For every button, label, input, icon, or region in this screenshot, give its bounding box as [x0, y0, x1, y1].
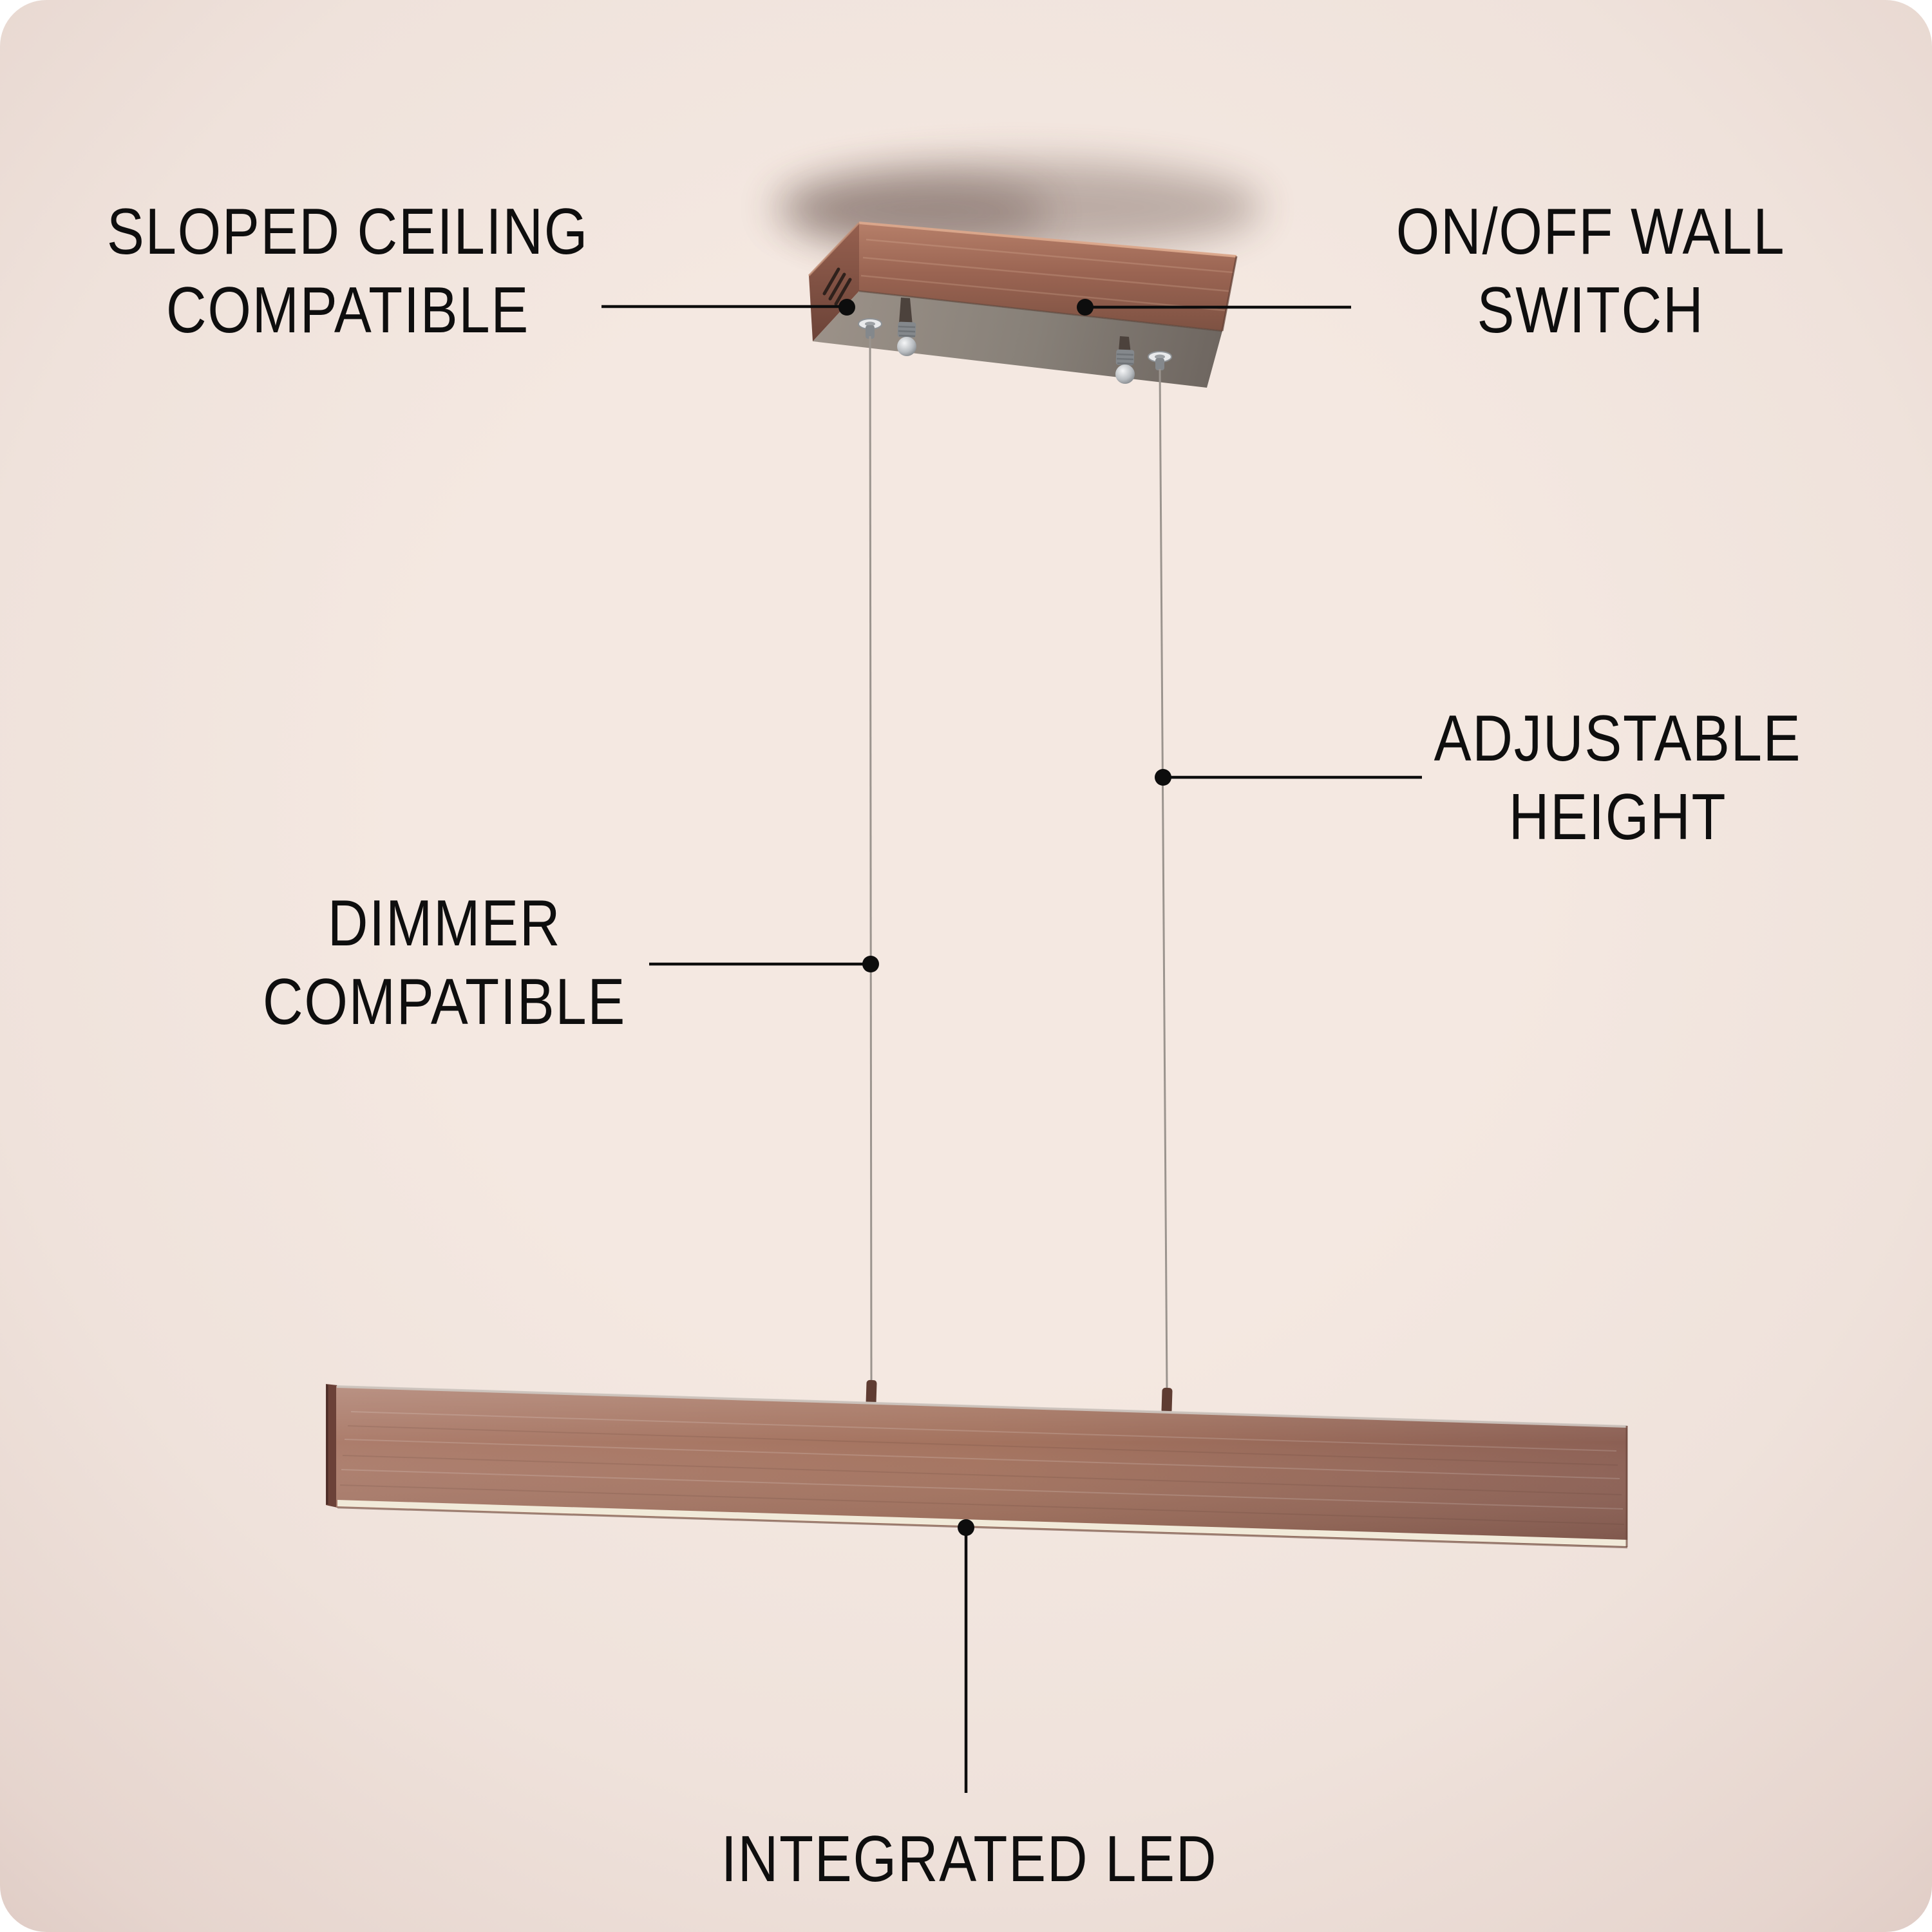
- label-integrated-led: INTEGRATED LED: [721, 1820, 1218, 1899]
- label-on-off-wall-switch: ON/OFF WALL SWITCH: [1396, 193, 1785, 350]
- suspension-cables: [869, 336, 1168, 1390]
- bar-top-highlight: [336, 1385, 1627, 1428]
- right-cable-fitting: [1148, 351, 1172, 370]
- label-line: COMPATIBLE: [262, 966, 627, 1038]
- callout-dot-dimmer: [862, 956, 879, 972]
- label-line: ADJUSTABLE: [1434, 703, 1802, 775]
- bar-sheen: [336, 1386, 1627, 1547]
- label-line: INTEGRATED LED: [721, 1823, 1218, 1895]
- callout-dot-wall-switch: [1077, 299, 1094, 316]
- vent-slits-icon: [822, 267, 852, 306]
- canopy-brushed-texture: [860, 238, 1234, 312]
- right-cable-gripper: [1161, 1387, 1173, 1414]
- label-line: SWITCH: [1477, 274, 1705, 346]
- canopy-left-face: [809, 223, 859, 341]
- callout-dot-sloped-ceiling: [838, 299, 855, 316]
- canopy-top-highlight: [858, 222, 1237, 258]
- bar-end-cap: [326, 1384, 337, 1508]
- canopy-front-bottom-edge: [858, 290, 1223, 332]
- left-strain-relief: [897, 298, 916, 356]
- label-line: DIMMER: [327, 887, 562, 960]
- label-line: HEIGHT: [1508, 781, 1727, 853]
- left-cable: [869, 336, 873, 1383]
- label-sloped-ceiling-compatible: SLOPED CEILING COMPATIBLE: [107, 193, 589, 350]
- left-cable-gripper: [866, 1379, 877, 1406]
- light-bar: [326, 1379, 1628, 1549]
- canopy-front-face: [859, 223, 1236, 331]
- canopy-left-edge: [808, 222, 860, 277]
- label-line: COMPATIBLE: [166, 274, 530, 346]
- callout-dots: [838, 299, 1171, 1536]
- callout-dot-adjustable-height: [1155, 769, 1171, 786]
- left-cable-fitting: [858, 318, 882, 339]
- label-line: ON/OFF WALL: [1396, 196, 1786, 268]
- canopy-right-edge: [1221, 256, 1238, 332]
- bar-brushed-texture: [339, 1411, 1625, 1525]
- right-strain-relief: [1115, 336, 1135, 384]
- canopy: [808, 222, 1238, 388]
- bar-bottom-edge: [337, 1506, 1628, 1549]
- led-diffuser-strip: [337, 1500, 1627, 1546]
- right-cable: [1159, 368, 1168, 1390]
- label-adjustable-height: ADJUSTABLE HEIGHT: [1434, 699, 1802, 857]
- callout-dot-integrated-led: [958, 1519, 974, 1536]
- label-line: SLOPED CEILING: [106, 196, 589, 268]
- callout-lines: [601, 305, 1422, 1793]
- label-dimmer-compatible: DIMMER COMPATIBLE: [263, 884, 626, 1041]
